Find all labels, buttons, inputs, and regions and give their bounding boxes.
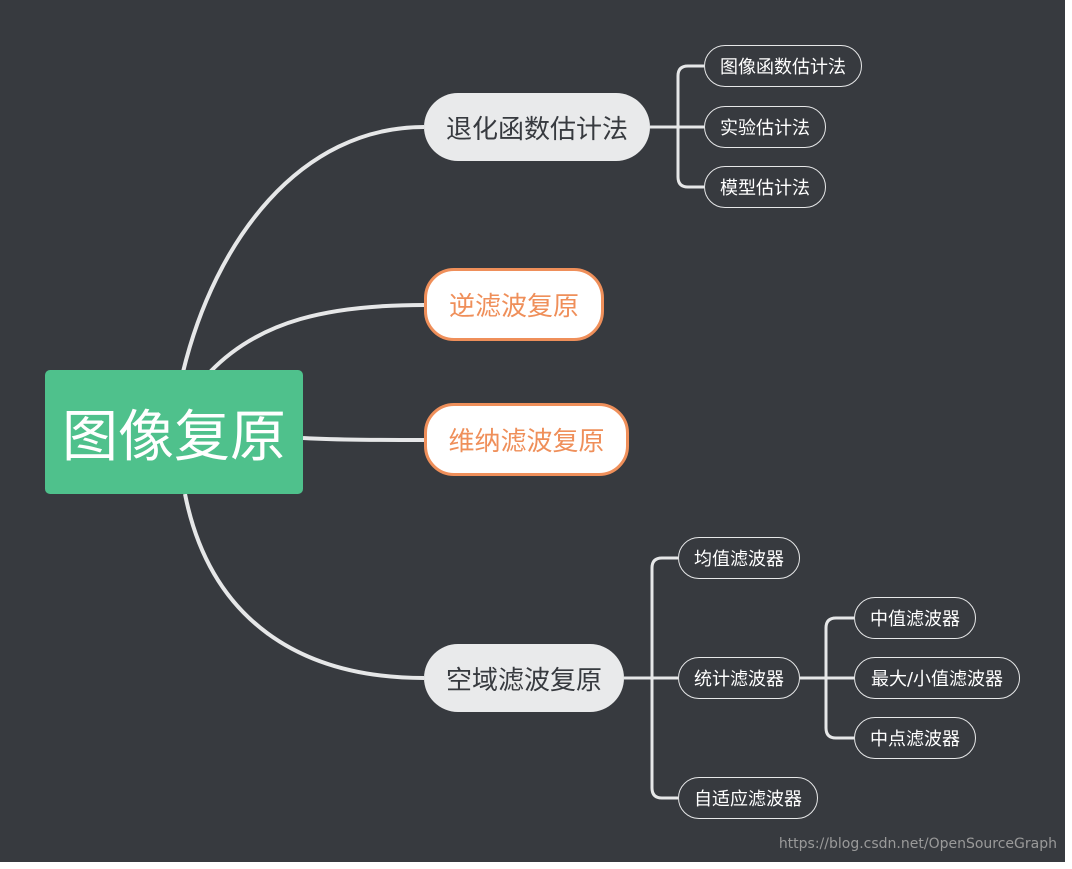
branch-1-child-2[interactable]: 实验估计法: [704, 106, 826, 148]
link-root-branch-2: [208, 303, 425, 374]
link-root-branch-4: [183, 493, 425, 680]
watermark-text: https://blog.csdn.net/OpenSourceGraph: [778, 836, 1057, 852]
branch-4-child-1[interactable]: 均值滤波器: [678, 537, 800, 579]
branch-node-3[interactable]: 维纳滤波复原: [424, 403, 629, 476]
stat-child-2[interactable]: 最大/小值滤波器: [854, 657, 1020, 699]
branch-4-child-2[interactable]: 统计滤波器: [678, 657, 800, 699]
stat-child-3[interactable]: 中点滤波器: [854, 717, 976, 759]
branch-node-2[interactable]: 逆滤波复原: [424, 268, 604, 341]
branch-node-4[interactable]: 空域滤波复原: [424, 644, 624, 712]
branch-node-1[interactable]: 退化函数估计法: [424, 93, 650, 161]
branch-4-child-3[interactable]: 自适应滤波器: [678, 777, 818, 819]
link-root-branch-1: [181, 125, 425, 373]
root-node[interactable]: 图像复原: [45, 370, 303, 494]
branch-1-child-3[interactable]: 模型估计法: [704, 166, 826, 208]
branch-1-child-1[interactable]: 图像函数估计法: [704, 45, 862, 87]
link-root-branch-3: [302, 436, 425, 442]
stat-child-1[interactable]: 中值滤波器: [854, 597, 976, 639]
